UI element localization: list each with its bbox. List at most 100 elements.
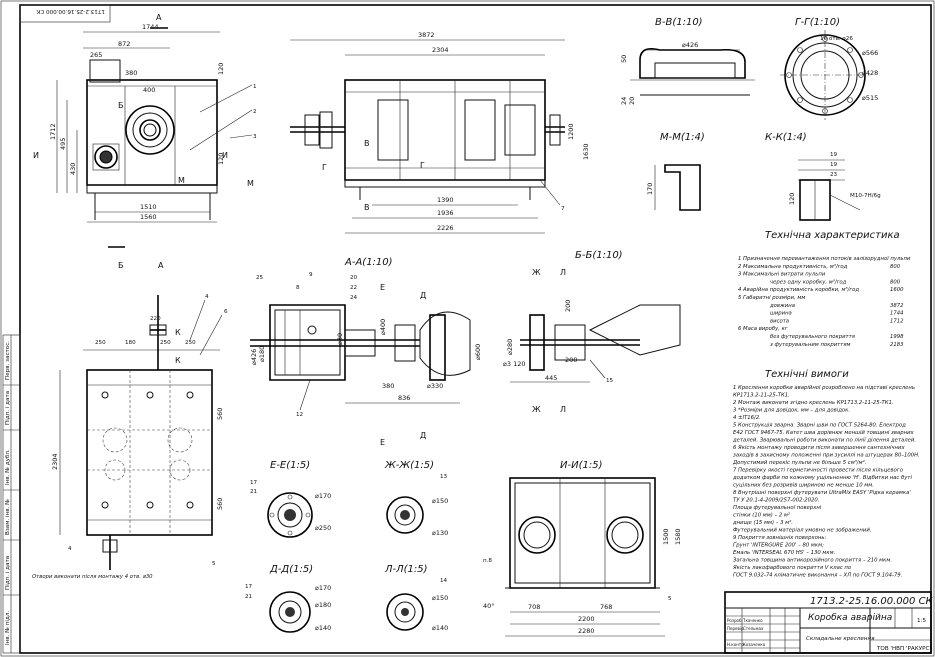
spec-block: Технічна характеристика 1 Призначення пе… [738,229,911,348]
requirement-line: Якість лакофарбового покриття V клас по [732,565,851,571]
svg-text:М10-7Н/6g: М10-7Н/6g [850,193,881,199]
title-block: 1713.2-25.16.00.000 СК Коробка аварійна … [724,591,934,654]
svg-text:23: 23 [830,172,838,178]
svg-text:⌀515: ⌀515 [862,94,878,102]
requirement-line: Емаль 'INTERSEAL 670 HS' – 130 мкм. [733,550,835,556]
svg-text:560: 560 [216,498,224,510]
sheet-inner-frame [19,4,932,654]
req-lines: 1 Креслення коробки аварійної розроблено… [732,385,920,579]
dim-1630: 1630 [582,143,590,160]
svg-text:14: 14 [440,578,448,584]
svg-text:1: 1 [253,84,257,90]
svg-text:Г: Г [420,161,425,170]
svg-text:⌀30: ⌀30 [336,333,344,345]
svg-text:2: 2 [253,109,257,115]
svg-text:Е: Е [380,438,385,447]
title-name: Коробка аварійна [808,613,892,623]
requirement-line: 6 Якість монтажу проводити після заверше… [733,445,905,451]
section-bb: Б-Б(1:10) Ж Л ⌀280 ⌀3 120 200 445 15 200… [503,250,681,414]
svg-text:Д: Д [420,291,426,300]
svg-text:⌀150: ⌀150 [432,497,448,505]
section-vv: В-В(1:10) ⌀426 50 24 20 [620,17,755,105]
svg-text:1500: 1500 [662,528,670,545]
spec-value: 1600 [890,287,904,293]
svg-text:A: A [156,13,162,22]
requirement-line: Площа футерувальної поверхні [733,505,822,511]
requirement-line: деталей. Зварювальні роботи виконати по … [732,438,916,444]
svg-text:170: 170 [646,183,654,195]
spec-line: ширина [770,311,792,317]
svg-text:⌀170: ⌀170 [315,584,331,592]
svg-text:⌀170: ⌀170 [315,492,331,500]
svg-text:250: 250 [95,340,106,346]
svg-text:⌀180: ⌀180 [315,601,331,609]
spec-line: висота [770,318,789,324]
section-gg: Г-Г(1:10) 16 отв. ⌀26 ⌀566 ⌀428 ⌀515 [780,17,878,120]
section-aa: А-А(1:10) 25 9 8 20 22 24 Е Д ⌀426 ⌀30 ⌀… [250,257,482,447]
section-zz: Ж-Ж(1:5) 13 ⌀150 ⌀130 [384,460,448,537]
requirement-line: ГОСТ 9.032-74 кліматичне виконання – ХЛ … [733,573,902,579]
svg-text:8: 8 [296,285,300,291]
requirement-line: Футерувальний матеріал умовно не зображе… [733,528,871,534]
requirement-line: 2 Монтаж виконати згідно креслень КР1713… [733,400,894,406]
svg-text:К: К [175,328,181,337]
dim-495: 495 [59,138,67,150]
requirement-line: 5 Конструкція зварна. Зварні шви по ГОСТ… [733,423,906,429]
requirement-line: Допустимий перекіс пульпи не більше 5 см… [732,459,866,466]
svg-text:24: 24 [350,295,358,301]
requirement-line: днище (15 мм) – 3 м². [732,519,793,526]
requirements-block: Технічні вимоги 1 Креслення коробки авар… [732,368,920,579]
dim-120a: 120 [217,63,225,75]
plan-note-line1: Отвори виконати після монтажу 4 отв. ⌀30 [32,574,153,580]
svg-text:Ткаченко: Ткаченко [742,618,763,623]
svg-text:560: 560 [216,408,224,420]
spec-line: довжина [769,303,795,309]
svg-text:В: В [364,203,370,212]
svg-text:⌀180: ⌀180 [258,346,266,362]
svg-text:4: 4 [205,294,209,300]
side-label-1: Інв. № підл. [5,611,11,645]
svg-text:Е: Е [380,283,385,292]
svg-text:445: 445 [545,374,557,382]
svg-text:⌀130: ⌀130 [432,529,448,537]
svg-text:768: 768 [600,603,612,611]
svg-text:⌀250: ⌀250 [315,524,331,532]
svg-text:Б: Б [118,101,124,110]
spec-line: 2 Максимальна продуктивність, м³/год [738,263,848,270]
svg-text:Козаченко: Козаченко [743,642,766,647]
req-title: Технічні вимоги [765,368,849,380]
svg-text:6: 6 [224,309,228,315]
section-bb-title: Б-Б(1:10) [575,250,623,261]
dim-265: 265 [90,51,102,59]
svg-text:200: 200 [564,300,572,312]
dim-1936: 1936 [437,209,454,217]
svg-text:Л: Л [560,268,566,277]
spec-lines: 1 Призначення перевантаження потоків зал… [738,256,911,348]
svg-text:250: 250 [160,340,171,346]
requirement-line: Е42 ГОСТ 9467-75. Катет шва дорівнює мен… [733,430,915,436]
svg-text:Стельмах: Стельмах [743,626,764,631]
section-ii-title: И-И(1:5) [560,460,602,471]
spec-line: 5 Габаритні розміри, мм [738,295,805,301]
rotated-stamp: 1713.2-25.16.00.000 СК [19,4,111,23]
svg-text:В: В [364,139,370,148]
svg-text:50: 50 [620,55,628,63]
svg-text:⌀426: ⌀426 [250,349,258,365]
requirement-line: 7 Перевірку якості герметичності провест… [733,468,903,474]
spec-value: 2183 [890,342,904,348]
svg-text:Ж: Ж [532,405,541,414]
requirement-line: 1 Креслення коробки аварійної розроблено… [733,385,915,391]
title-org: ТОВ 'НВП 'РАКУРС' [876,646,931,652]
side-label-4: Інв. № дубл. [5,449,11,485]
spec-line: без футерувального покриття [770,334,856,340]
requirement-line: 8 Внутрішні поверхні футерувати UltraMix… [733,490,911,496]
svg-text:19: 19 [830,152,838,158]
svg-text:М: М [178,176,185,185]
requirement-line: суцільних без розривів шириною не менше … [733,483,874,489]
svg-text:М: М [247,179,254,188]
spec-line: 3 Максимальні витрати пульпи [738,272,826,278]
svg-text:12: 12 [296,412,303,418]
svg-text:Б: Б [118,261,124,270]
dim-2304: 2304 [432,46,449,54]
